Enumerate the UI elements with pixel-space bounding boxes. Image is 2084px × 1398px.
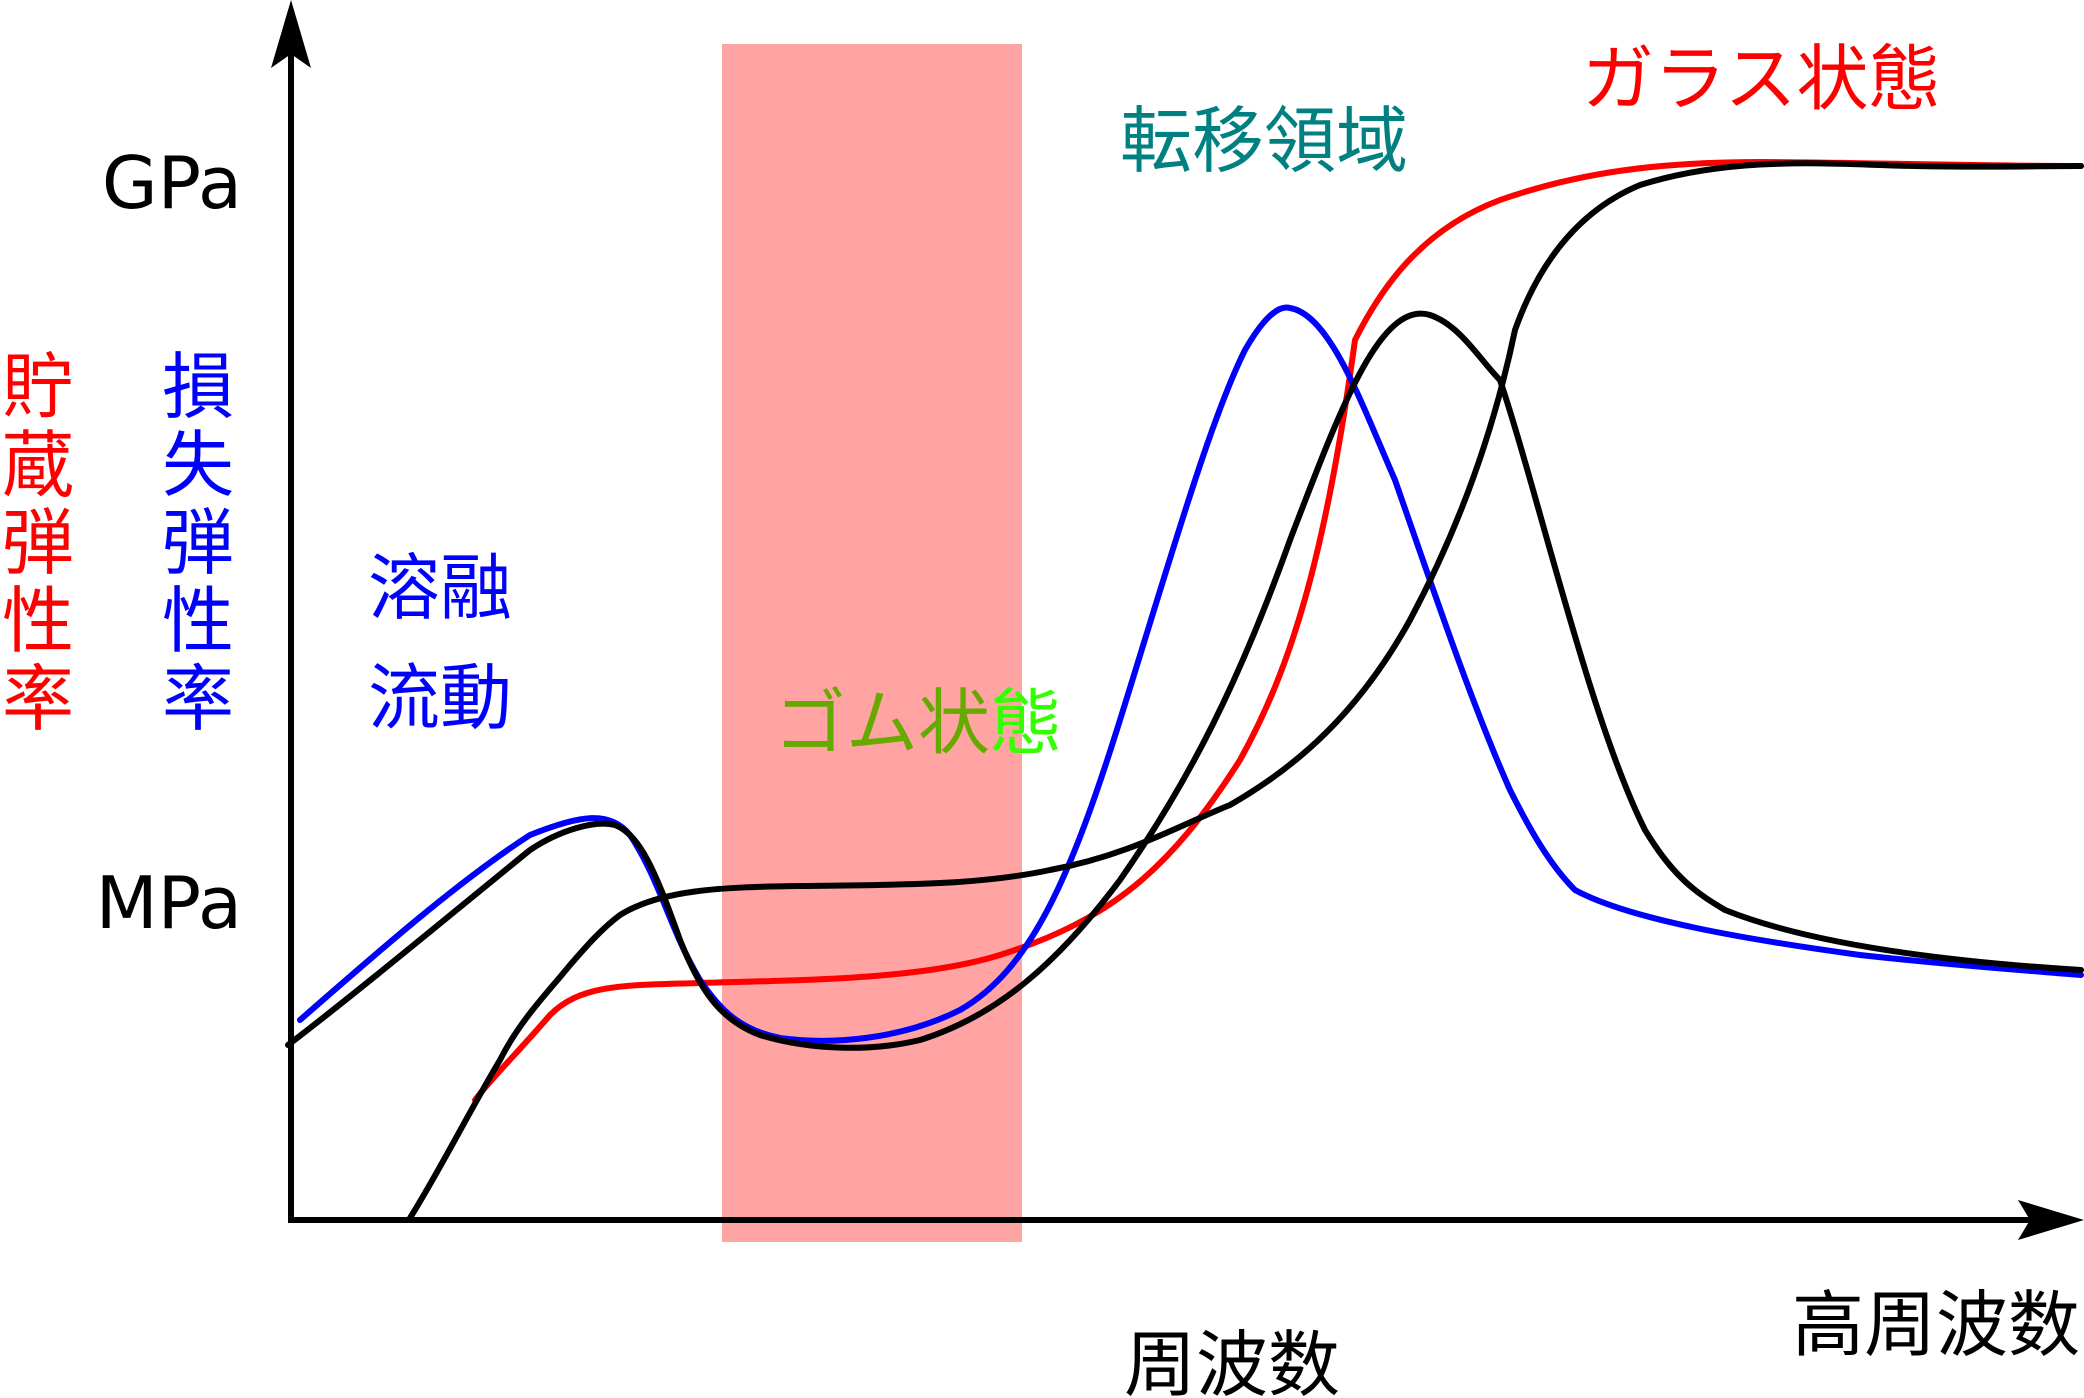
rubber-state-part1: ゴム状 — [774, 681, 990, 765]
loss-char-1: 損 — [162, 345, 234, 429]
storage-char-1: 貯 — [2, 345, 74, 429]
black-loss-curve — [285, 310, 2084, 1051]
melt-flow-label-line1: 溶融 — [368, 546, 512, 630]
storage-char-2: 蔵 — [2, 423, 74, 507]
transition-region-label: 転移領域 — [1120, 99, 1408, 183]
x-axis-label: 周波数 — [1124, 1323, 1340, 1398]
storage-char-5: 率 — [2, 657, 74, 741]
loss-char-4: 性 — [162, 579, 234, 663]
loss-modulus-label: 損 失 弾 性 率 — [162, 345, 234, 741]
loss-char-5: 率 — [162, 657, 234, 741]
y-label-mpa: MPa — [96, 861, 242, 945]
melt-flow-label-line2: 流動 — [368, 656, 512, 740]
storage-char-3: 弾 — [2, 501, 74, 585]
loss-char-2: 失 — [162, 423, 234, 507]
storage-modulus-label: 貯 蔵 弾 性 率 — [2, 345, 74, 741]
y-axis-arrow — [271, 0, 311, 68]
rubber-state-label: ゴム状態 — [774, 681, 1062, 765]
rubber-state-band — [722, 44, 1022, 1242]
storage-char-4: 性 — [2, 579, 74, 663]
high-frequency-label: 高周波数 — [1792, 1283, 2080, 1367]
black-storage-curve — [407, 160, 2084, 1221]
loss-modulus-curve — [297, 304, 2084, 1044]
x-axis-arrow — [2018, 1200, 2084, 1240]
rubber-state-part2: 態 — [990, 681, 1062, 765]
storage-modulus-curve — [472, 159, 2084, 1103]
loss-char-3: 弾 — [162, 501, 234, 585]
y-label-gpa: GPa — [102, 141, 242, 225]
glass-state-label: ガラス状態 — [1582, 37, 1941, 121]
